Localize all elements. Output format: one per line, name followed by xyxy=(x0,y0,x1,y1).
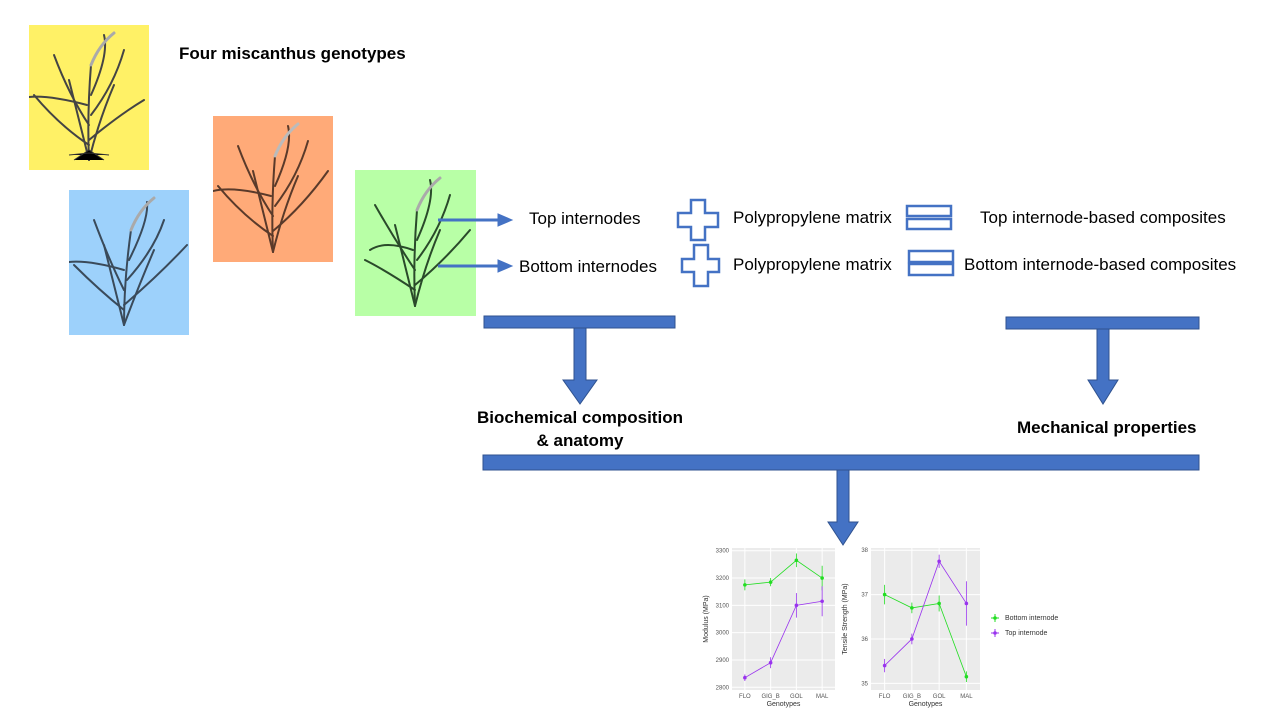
y-tick-label: 3200 xyxy=(716,576,730,582)
plot-panel xyxy=(732,548,835,690)
down-arrow-left xyxy=(483,315,676,405)
plus-icon xyxy=(680,243,721,288)
arrow-top-internodes xyxy=(438,213,514,227)
equals-icon xyxy=(905,204,953,231)
y-tick-label: 35 xyxy=(861,681,868,687)
composite-top-label: Top internode-based composites xyxy=(980,208,1226,227)
equals-icon xyxy=(907,249,955,277)
legend-key xyxy=(993,616,997,620)
legend-entry: Bottom internode xyxy=(1005,615,1058,622)
down-arrow-bottom xyxy=(482,454,1200,546)
data-point xyxy=(794,558,799,563)
plant-icon xyxy=(355,170,476,316)
y-tick-label: 3300 xyxy=(716,549,730,555)
data-point xyxy=(964,601,969,606)
biochem-line2: & anatomy xyxy=(536,431,624,450)
data-point xyxy=(768,660,773,665)
x-tick-label: GOL xyxy=(790,694,803,700)
arrow-bottom-internodes xyxy=(438,259,514,273)
matrix-bottom-label: Polypropylene matrix xyxy=(733,255,892,274)
y-tick-label: 2900 xyxy=(716,658,730,664)
bottom-internodes-label: Bottom internodes xyxy=(519,257,657,276)
y-tick-label: 3000 xyxy=(716,631,730,637)
plant-icon xyxy=(29,25,149,170)
y-axis-label: Modulus (MPa) xyxy=(703,595,710,642)
data-point xyxy=(882,592,887,597)
data-point xyxy=(768,580,773,584)
plus-icon xyxy=(676,198,720,242)
biochem-label: Biochemical composition & anatomy xyxy=(470,406,690,452)
top-internodes-label: Top internodes xyxy=(529,209,641,228)
plant-box-orange xyxy=(213,116,333,262)
y-tick-label: 37 xyxy=(861,593,868,599)
plot-panel xyxy=(871,548,980,690)
data-point xyxy=(910,637,914,641)
x-tick-label: MAL xyxy=(960,694,973,700)
diagram-title: Four miscanthus genotypes xyxy=(179,44,406,63)
data-point xyxy=(820,599,824,604)
biochem-line1: Biochemical composition xyxy=(477,408,683,427)
composite-bottom-label: Bottom internode-based composites xyxy=(964,255,1237,274)
legend-entry: Top internode xyxy=(1005,630,1048,637)
data-point xyxy=(964,674,969,679)
series-line xyxy=(884,594,967,677)
data-point xyxy=(910,606,914,610)
data-point xyxy=(743,675,747,680)
x-tick-label: FLO xyxy=(739,694,751,700)
series-line xyxy=(744,559,823,586)
matrix-top-label: Polypropylene matrix xyxy=(733,208,892,227)
data-point xyxy=(794,603,799,608)
mechanical-label: Mechanical properties xyxy=(1017,418,1197,437)
data-point xyxy=(820,576,824,580)
y-axis-label: Tensile Strength (MPa) xyxy=(842,583,849,654)
plant-icon xyxy=(213,116,333,262)
y-tick-label: 3100 xyxy=(716,603,730,609)
legend-key xyxy=(993,631,997,635)
x-tick-label: MAL xyxy=(816,694,829,700)
data-point xyxy=(937,559,941,564)
y-tick-label: 36 xyxy=(861,637,868,643)
x-tick-label: FLO xyxy=(879,694,891,700)
plant-box-yellow xyxy=(29,25,149,170)
series-line xyxy=(884,560,967,666)
x-tick-label: GIG_B xyxy=(761,694,779,700)
data-point xyxy=(743,583,747,587)
x-axis-label: Genotypes xyxy=(767,701,801,708)
x-tick-label: GOL xyxy=(933,694,946,700)
series-line xyxy=(744,600,823,679)
x-tick-label: GIG_B xyxy=(903,694,921,700)
plant-box-blue xyxy=(69,190,189,335)
plant-icon xyxy=(69,190,189,335)
data-point xyxy=(937,601,941,606)
down-arrow-right xyxy=(1005,316,1200,405)
data-point xyxy=(882,663,887,668)
plant-box-green xyxy=(355,170,476,316)
x-axis-label: Genotypes xyxy=(909,701,943,708)
y-tick-label: 2800 xyxy=(716,685,730,691)
y-tick-label: 38 xyxy=(861,548,868,554)
